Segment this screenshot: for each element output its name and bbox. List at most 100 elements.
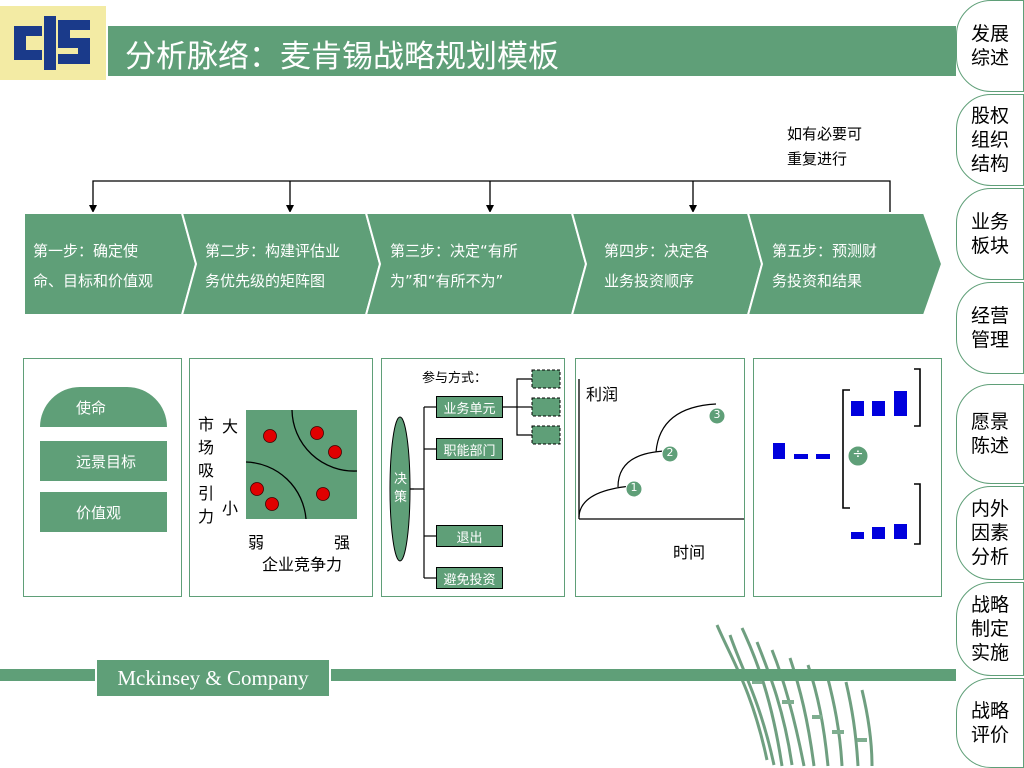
- repeat-note: 如有必要可 重复进行: [787, 122, 862, 172]
- repeat-note-line1: 如有必要可: [787, 125, 863, 143]
- vision-label: 远景目标: [76, 452, 137, 471]
- divide-icon: ÷: [852, 447, 864, 462]
- nav-label: 战略评价: [970, 700, 1009, 746]
- option-avoid-investment: 避免投资: [436, 567, 503, 589]
- y-label-char: 力: [198, 507, 215, 526]
- step-2-line1: 第二步：构建评估业: [205, 242, 341, 260]
- y-axis-label: 市 场 吸 引 力: [198, 413, 214, 528]
- nav-internal-external-factors[interactable]: 内外因素分析: [956, 486, 1024, 580]
- step-5-chevron: [746, 212, 944, 316]
- decision-branches: [410, 378, 532, 579]
- business-dot: [263, 429, 277, 443]
- y-low-label: 小: [222, 499, 239, 518]
- title-bar: [108, 26, 956, 76]
- step-2-text: 第二步：构建评估业务优先级的矩阵图: [205, 236, 340, 296]
- step-3-line2: 为”和“有所不为”: [390, 272, 504, 290]
- stage-markers: [625, 407, 726, 498]
- option-label: 职能部门: [443, 443, 496, 459]
- mission-box: 使命: [40, 387, 167, 427]
- profit-curves: [578, 403, 717, 518]
- y-high-label: 大: [222, 417, 239, 436]
- step-1-text: 第一步：确定使命、目标和价值观: [33, 236, 153, 296]
- time-label: 时间: [673, 543, 706, 562]
- option-label: 退出: [456, 530, 483, 546]
- nav-strategy-implementation[interactable]: 战略制定实施: [956, 582, 1024, 676]
- option-label: 业务单元: [443, 401, 496, 417]
- repeat-note-line2: 重复进行: [787, 150, 848, 168]
- business-dot: [316, 487, 330, 501]
- nav-label: 战略制定实施: [970, 594, 1009, 664]
- decision-label: 决策: [394, 472, 408, 505]
- page-title: 分析脉络：麦肯锡战略规划模板: [125, 39, 559, 75]
- step-3-line1: 第三步：决定“有所: [390, 242, 518, 260]
- x-low-label: 弱: [248, 533, 265, 552]
- investment-bars: [773, 391, 907, 539]
- mission-label: 使命: [76, 398, 107, 417]
- stage-label: 2: [666, 446, 674, 459]
- step-3-text: 第三步：决定“有所为”和“有所不为”: [390, 236, 518, 296]
- y-label-char: 引: [198, 484, 215, 503]
- business-dot: [310, 426, 324, 440]
- x-axis-label: 企业竞争力: [262, 555, 343, 574]
- panel-decision: 参与方式： 决策 业务单元 职能部门 退出 避免投资: [381, 358, 565, 597]
- step-2-line2: 务优先级的矩阵图: [205, 272, 326, 290]
- profit-axes: [578, 379, 744, 520]
- nav-label: 发展综述: [970, 23, 1009, 69]
- step-4-text: 第四步：决定各业务投资顺序: [604, 236, 709, 296]
- panel-profit-time: 1 2 3 利润 时间: [575, 358, 745, 597]
- nav-strategy-evaluation[interactable]: 战略评价: [956, 678, 1024, 768]
- nav-development-overview[interactable]: 发展综述: [956, 0, 1024, 92]
- panel-matrix: 市 场 吸 引 力 大 小 弱 强 企业竞争力: [189, 358, 373, 597]
- stage-marker: [661, 445, 679, 463]
- business-dot: [265, 497, 279, 511]
- business-dot: [328, 445, 342, 459]
- nav-operations-management[interactable]: 经营管理: [956, 282, 1024, 374]
- x-high-label: 强: [334, 533, 351, 552]
- option-business-unit: 业务单元: [436, 396, 503, 418]
- divide-circle: [847, 445, 869, 467]
- y-label-char: 场: [198, 438, 215, 457]
- step-1-line1: 第一步：确定使: [33, 242, 139, 260]
- sub-unit-boxes: [531, 369, 561, 445]
- profit-label: 利润: [586, 385, 619, 404]
- stage-marker: [625, 480, 643, 498]
- matrix-arcs: [245, 409, 358, 520]
- grass-decoration-icon: [715, 624, 874, 767]
- participation-header: 参与方式：: [422, 371, 488, 386]
- step-1-line2: 命、目标和价值观: [33, 272, 154, 290]
- values-label: 价值观: [76, 503, 122, 522]
- company-name: Mckinsey & Company: [117, 665, 309, 690]
- process-diagram: [23, 180, 944, 316]
- panel-mission: 使命 远景目标 价值观: [23, 358, 182, 597]
- nav-vision-statement[interactable]: 愿景陈述: [956, 384, 1024, 484]
- stage-label: 1: [630, 481, 638, 494]
- sub-unit-box: [531, 425, 561, 445]
- step-5-line1: 第五步：预测财: [772, 242, 878, 260]
- nav-label: 愿景陈述: [970, 411, 1009, 457]
- nav-label: 业务板块: [970, 211, 1009, 257]
- step-4-line2: 业务投资顺序: [604, 272, 695, 290]
- panel-investment: ÷: [753, 358, 942, 597]
- business-dots: [250, 426, 342, 511]
- feedback-loop-arrows: [89, 180, 891, 213]
- stage-label: 3: [713, 408, 721, 421]
- business-dot: [250, 482, 264, 496]
- sub-unit-box: [531, 397, 561, 417]
- y-label-char: 市: [198, 415, 215, 434]
- nav-business-segments[interactable]: 业务板块: [956, 188, 1024, 280]
- option-functional-dept: 职能部门: [436, 438, 503, 460]
- nav-label: 股权组织结构: [970, 105, 1009, 175]
- investment-brackets: [842, 368, 921, 545]
- step-5-line2: 务投资和结果: [772, 272, 863, 290]
- y-label-char: 吸: [198, 461, 215, 480]
- option-label: 避免投资: [443, 572, 496, 588]
- company-label-box: Mckinsey & Company: [95, 658, 331, 698]
- nav-equity-structure[interactable]: 股权组织结构: [956, 94, 1024, 186]
- step-5-text: 第五步：预测财务投资和结果: [772, 236, 877, 296]
- company-logo: [0, 6, 106, 80]
- nav-label: 经营管理: [970, 305, 1009, 351]
- step-4-line1: 第四步：决定各: [604, 242, 710, 260]
- option-exit: 退出: [436, 525, 503, 547]
- nav-label: 内外因素分析: [970, 498, 1009, 568]
- stage-marker: [708, 407, 726, 425]
